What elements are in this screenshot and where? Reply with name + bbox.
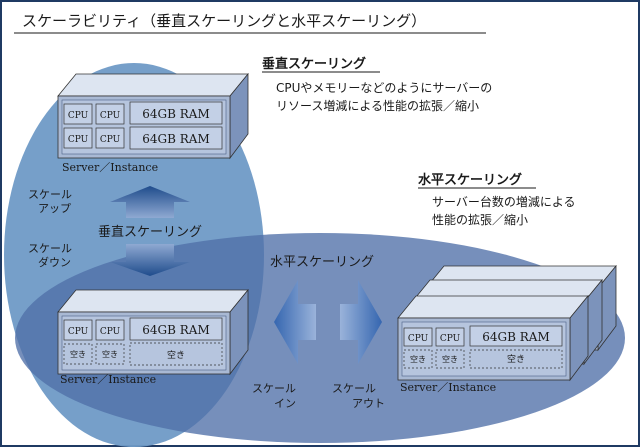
server-label: Server／Instance [60,373,156,386]
server-label: Server／Instance [400,381,496,394]
scale-in-label-1: スケール [252,382,296,395]
empty-ram-slot [469,349,563,369]
empty-cpu-slot [403,349,433,369]
vertical-desc-2: リソース増減による性能の拡張／縮小 [276,98,479,113]
vertical-arrow-label: 垂直スケーリング [98,225,202,240]
vertical-scaling-heading: 垂直スケーリング [262,56,366,72]
ram-label: 64GB RAM [142,323,209,337]
empty-label: 空き [507,353,525,365]
scale-up-label-1: スケール [28,188,72,201]
cpu-label: CPU [68,327,89,337]
horizontal-desc-2: 性能の拡張／縮小 [432,212,528,227]
scale-in-arrow [274,280,316,364]
cpu-label: CPU [100,111,121,121]
scale-out-arrow [340,280,382,364]
horizontal-arrow-label: 水平スケーリング [270,255,374,270]
cpu-label: CPU [100,327,121,337]
ram-module [129,101,223,125]
cpu-chip [435,327,465,347]
ram-module [129,126,223,150]
ram-module [129,317,223,341]
scale-down-label-1: スケール [28,242,72,255]
cpu-chip [95,127,125,149]
scale-out-label-1: スケール [332,382,376,395]
server-scaled-down: CPU CPU 空き 空き 64GB RAM 空き [57,289,249,375]
cpu-chip [95,319,125,341]
cpu-chip [63,127,93,149]
scale-down-label-2: ダウン [38,255,71,269]
cpu-chip [403,327,433,347]
horizontal-desc-1: サーバー台数の増減による [432,194,576,209]
server-front: CPU CPU 空き 空き 64GB RAM 空き [397,295,589,381]
ram-label: 64GB RAM [142,132,209,146]
server-stack: CPU CPU 空き 空き 64GB RAM 空き [397,265,617,381]
cpu-chip [63,319,93,341]
cpu-label: CPU [408,334,429,344]
empty-label: 空き [102,349,118,359]
scale-down-arrow [110,244,190,276]
cpu-label: CPU [100,135,121,145]
page-title: スケーラビリティ（垂直スケーリングと水平スケーリング） [22,12,426,30]
cpu-label: CPU [68,111,89,121]
vertical-desc-1: CPUやメモリーなどのようにサーバーの [276,81,492,95]
cpu-chip [63,103,93,125]
horizontal-scaling-heading: 水平スケーリング [418,172,522,188]
cpu-chip [95,103,125,125]
ram-label: 64GB RAM [142,107,209,121]
scale-out-label-2: アウト [352,397,385,410]
ram-label: 64GB RAM [482,330,549,344]
server-label: Server／Instance [62,161,158,174]
ram-module [469,325,563,347]
empty-label: 空き [167,349,185,361]
empty-label: 空き [410,354,426,364]
scale-in-label-2: イン [274,397,296,410]
empty-cpu-slot [435,349,465,369]
scale-up-label-2: アップ [38,202,71,215]
empty-label: 空き [70,349,86,359]
scale-up-arrow [110,186,190,218]
empty-ram-slot [129,342,223,366]
empty-label: 空き [442,354,458,364]
empty-cpu-slot [95,343,125,365]
server-scaled-up: CPU CPU CPU CPU 64GB RAM 64GB RAM [57,73,249,159]
cpu-label: CPU [68,135,89,145]
cpu-label: CPU [440,334,461,344]
empty-cpu-slot [63,343,93,365]
